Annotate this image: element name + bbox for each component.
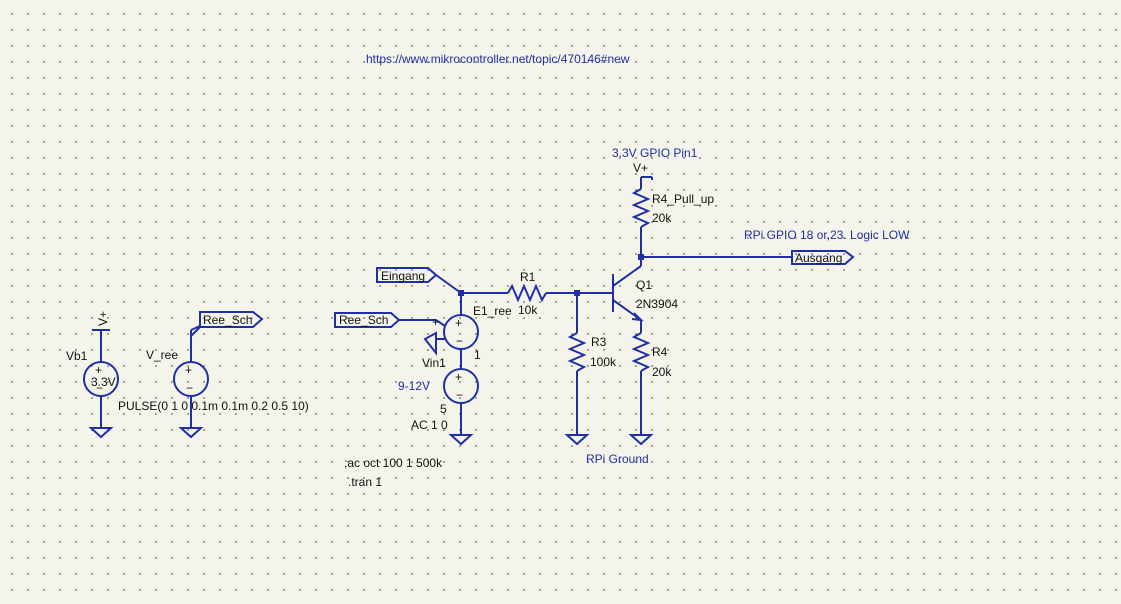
eingang-flag[interactable] bbox=[376, 267, 462, 294]
r4-pullup-name: R4_Pull_up bbox=[652, 192, 714, 206]
vin1-name: Vin1 bbox=[422, 356, 446, 370]
r1-value: 10k bbox=[518, 303, 538, 317]
tran-directive: .tran 1 bbox=[348, 475, 382, 489]
v-ree-value: PULSE(0 1 0 0.1m 0.1m 0.2 0.5 10) bbox=[118, 399, 309, 413]
svg-text:+: + bbox=[432, 315, 439, 329]
vin1-ac: AC 1 0 bbox=[411, 418, 448, 432]
svg-text:−: − bbox=[96, 381, 103, 395]
r4-resistor[interactable] bbox=[628, 332, 654, 446]
q1-value: 2N3904 bbox=[636, 297, 678, 311]
output-comment: RPi GPIO 18 or,23. Logic LOW bbox=[744, 228, 910, 242]
base-node bbox=[574, 290, 580, 296]
r4-value: 20k bbox=[652, 365, 672, 379]
vin1-value: 5 bbox=[440, 402, 447, 416]
ree-sch-right-label: Ree_Sch bbox=[203, 313, 252, 327]
eingang-label: Eingang bbox=[381, 269, 425, 283]
r4-pullup-resistor[interactable] bbox=[631, 177, 651, 257]
vin1-source[interactable]: + − bbox=[443, 368, 479, 446]
q1-name: Q1 bbox=[636, 278, 652, 292]
v-ree-name: V_ree bbox=[146, 348, 178, 362]
vplus-left-label: V+ bbox=[96, 311, 110, 326]
svg-text:+: + bbox=[455, 316, 462, 330]
r3-value: 100k bbox=[590, 355, 617, 369]
r1-name: R1 bbox=[520, 270, 536, 284]
ree-sch-left-flag[interactable] bbox=[334, 312, 446, 328]
r4-pullup-value: 20k bbox=[652, 211, 672, 225]
r3-name: R3 bbox=[591, 335, 607, 349]
svg-text:−: − bbox=[456, 334, 463, 348]
vplus-top-label: V+ bbox=[633, 161, 648, 175]
url-comment: https://www.mikrocontroller.net/topic/47… bbox=[366, 52, 630, 66]
supply-comment: 3.3V GPIO Pin1 bbox=[612, 146, 698, 160]
ree-sch-left-label: Ree_Sch bbox=[339, 313, 388, 327]
ground-comment: RPi Ground bbox=[586, 452, 649, 466]
e1-source[interactable]: + − + bbox=[423, 293, 479, 370]
e1-name: E1_ree bbox=[473, 304, 512, 318]
svg-text:+: + bbox=[185, 363, 192, 377]
ausgang-label: Ausgang bbox=[795, 251, 842, 265]
e1-gain: 1 bbox=[474, 348, 481, 362]
q1-transistor[interactable] bbox=[612, 257, 644, 333]
vb1-source[interactable]: + − bbox=[83, 330, 119, 439]
svg-text:+: + bbox=[455, 370, 462, 384]
ausgang-flag[interactable] bbox=[791, 250, 855, 265]
r4-name: R4 bbox=[652, 345, 668, 359]
ac-directive: ;ac oct 100 1 500k bbox=[344, 456, 443, 470]
vb1-name: Vb1 bbox=[66, 349, 88, 363]
ree-sch-right-flag[interactable] bbox=[190, 311, 264, 337]
v-ree-source[interactable]: + − bbox=[173, 325, 209, 439]
r1-resistor[interactable] bbox=[461, 283, 613, 303]
input-voltage-comment: 9-12V bbox=[398, 379, 430, 393]
svg-text:−: − bbox=[186, 381, 193, 395]
input-node bbox=[458, 290, 464, 296]
svg-text:−: − bbox=[456, 388, 463, 402]
r3-resistor[interactable] bbox=[564, 293, 590, 446]
vb1-value: 3.3V bbox=[91, 375, 116, 389]
vplus-top-flag bbox=[641, 176, 653, 180]
svg-text:+: + bbox=[95, 363, 102, 377]
